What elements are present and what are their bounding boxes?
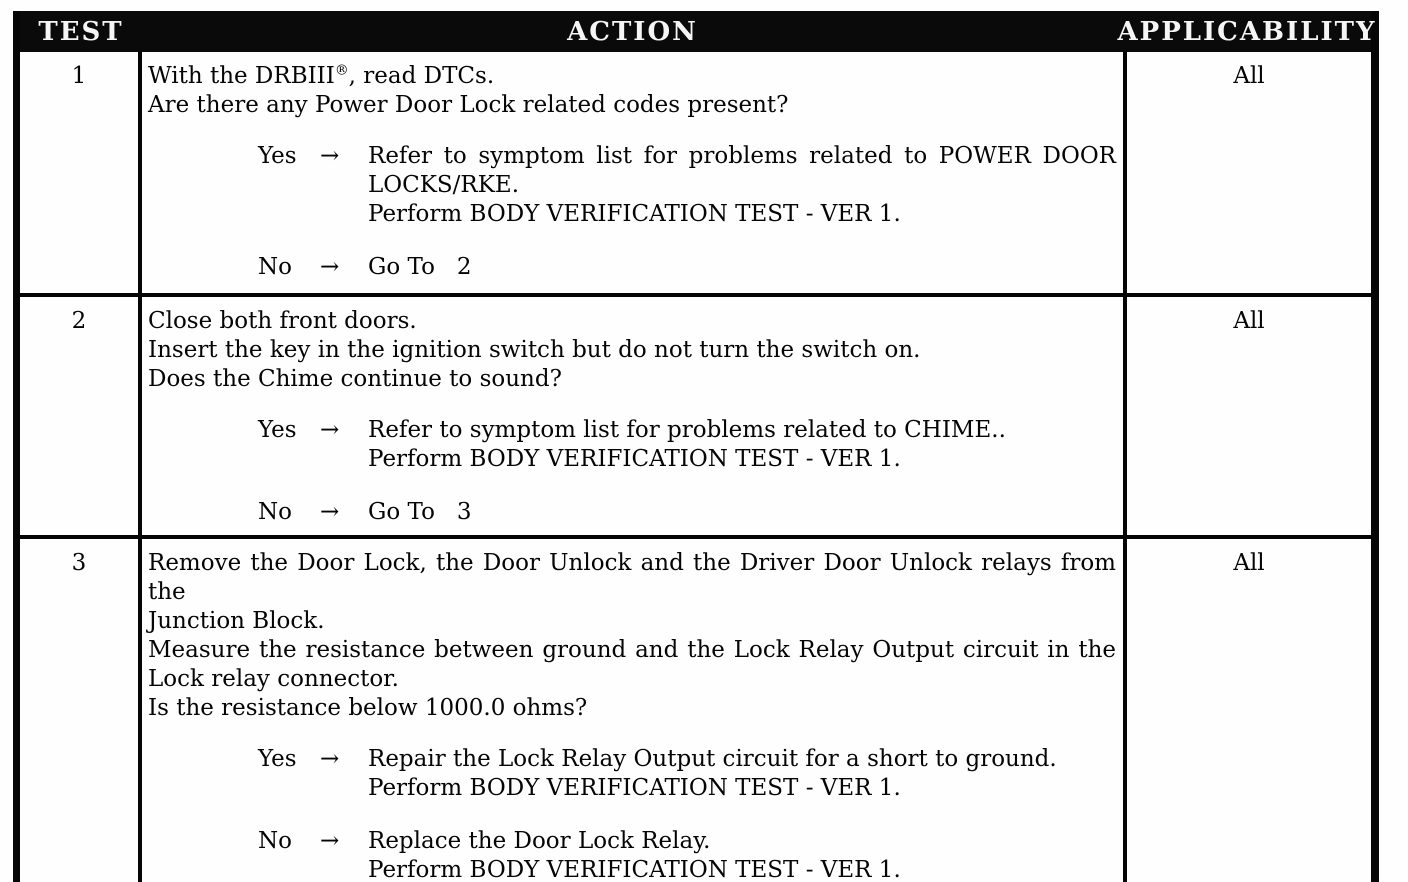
column-header-applicability: APPLICABILITY [1117,16,1377,47]
text-line: LOCKS/RKE. [368,172,520,198]
column-header-action: ACTION [567,16,698,47]
action-cell: With the DRBIII®, read DTCs. Are there an… [142,52,1127,293]
test-number: 3 [71,550,87,576]
text-line: Go To 2 [368,254,472,280]
branch-result: Repair the Lock Relay Output circuit for… [368,745,1116,803]
action-branches: Yes → Refer to symptom list for problems r… [148,416,1116,527]
branch-result: Refer to symptom list for problems relat… [368,416,1116,474]
branch-result: Replace the Door Lock Relay. Perform BODY… [368,827,1116,882]
action-statements: Close both front doors. Insert the key in… [148,307,1116,394]
branch-result: Go To 3 [368,498,1116,527]
diagnostic-test-table: TEST ACTION APPLICABILITY 1 With the DRB… [13,11,1379,882]
applicability-cell: All [1127,297,1371,535]
applicability-cell: All [1127,52,1371,293]
registered-trademark-symbol: ® [334,62,349,79]
right-arrow-icon: → [320,254,340,280]
branch-label: No [258,254,292,280]
applicability-value: All [1233,308,1265,334]
right-arrow-icon: → [320,828,340,854]
text-line: Junction Block. [148,608,325,634]
text-line: Perform BODY VERIFICATION TEST - VER 1. [368,201,901,227]
action-branches: Yes → Repair the Lock Relay Output circuit… [148,745,1116,882]
test-number-cell: 2 [20,297,142,535]
right-arrow-icon: → [320,746,340,772]
text-line: Are there any Power Door Lock related co… [148,92,789,118]
decision-branch-yes: Yes → Refer to symptom list for problems r… [148,142,1116,229]
applicability-cell: All [1127,539,1371,882]
table-body: 1 With the DRBIII®, read DTCs. Are there … [20,52,1371,882]
text-line: Lock relay connector. [148,666,399,692]
text-line: Close both front doors. [148,308,417,334]
test-number-cell: 3 [20,539,142,882]
decision-branch-yes: Yes → Refer to symptom list for problems r… [148,416,1116,474]
text-line: Measure the resistance between ground an… [148,637,1116,663]
text-line: Refer to symptom list for problems relat… [368,143,1116,169]
branch-label: Yes [258,143,297,169]
decision-branch-no: No → Go To 2 [148,253,1116,282]
branch-result: Go To 2 [368,253,1116,282]
column-header-test: TEST [38,16,124,47]
decision-branch-yes: Yes → Repair the Lock Relay Output circuit… [148,745,1116,803]
right-arrow-icon: → [320,143,340,169]
text-line: Insert the key in the ignition switch bu… [148,337,921,363]
text-line: Perform BODY VERIFICATION TEST - VER 1. [368,775,901,801]
decision-branch-no: No → Replace the Door Lock Relay. Perform B… [148,827,1116,882]
applicability-value: All [1233,550,1265,576]
table-header-row: TEST ACTION APPLICABILITY [20,11,1377,52]
text-line: Remove the Door Lock, the Door Unlock an… [148,550,1124,605]
test-number-cell: 1 [20,52,142,293]
applicability-value: All [1233,63,1265,89]
text-line: Perform BODY VERIFICATION TEST - VER 1. [368,857,901,882]
action-branches: Yes → Refer to symptom list for problems r… [148,142,1116,282]
text-line: With the DRBIII®, read DTCs. [148,62,495,89]
branch-label: No [258,828,292,854]
decision-branch-no: No → Go To 3 [148,498,1116,527]
text-line: Does the Chime continue to sound? [148,366,562,392]
action-cell: Remove the Door Lock, the Door Unlock an… [142,539,1127,882]
text-line: Go To 3 [368,499,472,525]
text-line: Refer to symptom list for problems relat… [368,417,1006,443]
branch-result: Refer to symptom list for problems relat… [368,142,1116,229]
test-number: 2 [71,308,87,334]
action-cell: Close both front doors. Insert the key in… [142,297,1127,535]
branch-label: No [258,499,292,525]
text-line: Repair the Lock Relay Output circuit for… [368,746,1057,772]
table-row: 1 With the DRBIII®, read DTCs. Are there … [20,52,1371,293]
test-number: 1 [71,63,87,89]
table-row: 3 Remove the Door Lock, the Door Unlock … [20,535,1371,882]
branch-label: Yes [258,417,297,443]
text-line: Replace the Door Lock Relay. [368,828,711,854]
text-line: Is the resistance below 1000.0 ohms? [148,695,588,721]
action-statements: Remove the Door Lock, the Door Unlock an… [148,549,1116,723]
branch-label: Yes [258,746,297,772]
right-arrow-icon: → [320,417,340,443]
action-statements: With the DRBIII®, read DTCs. Are there an… [148,62,1116,120]
right-arrow-icon: → [320,499,340,525]
text-line: Perform BODY VERIFICATION TEST - VER 1. [368,446,901,472]
table-row: 2 Close both front doors. Insert the key … [20,293,1371,535]
